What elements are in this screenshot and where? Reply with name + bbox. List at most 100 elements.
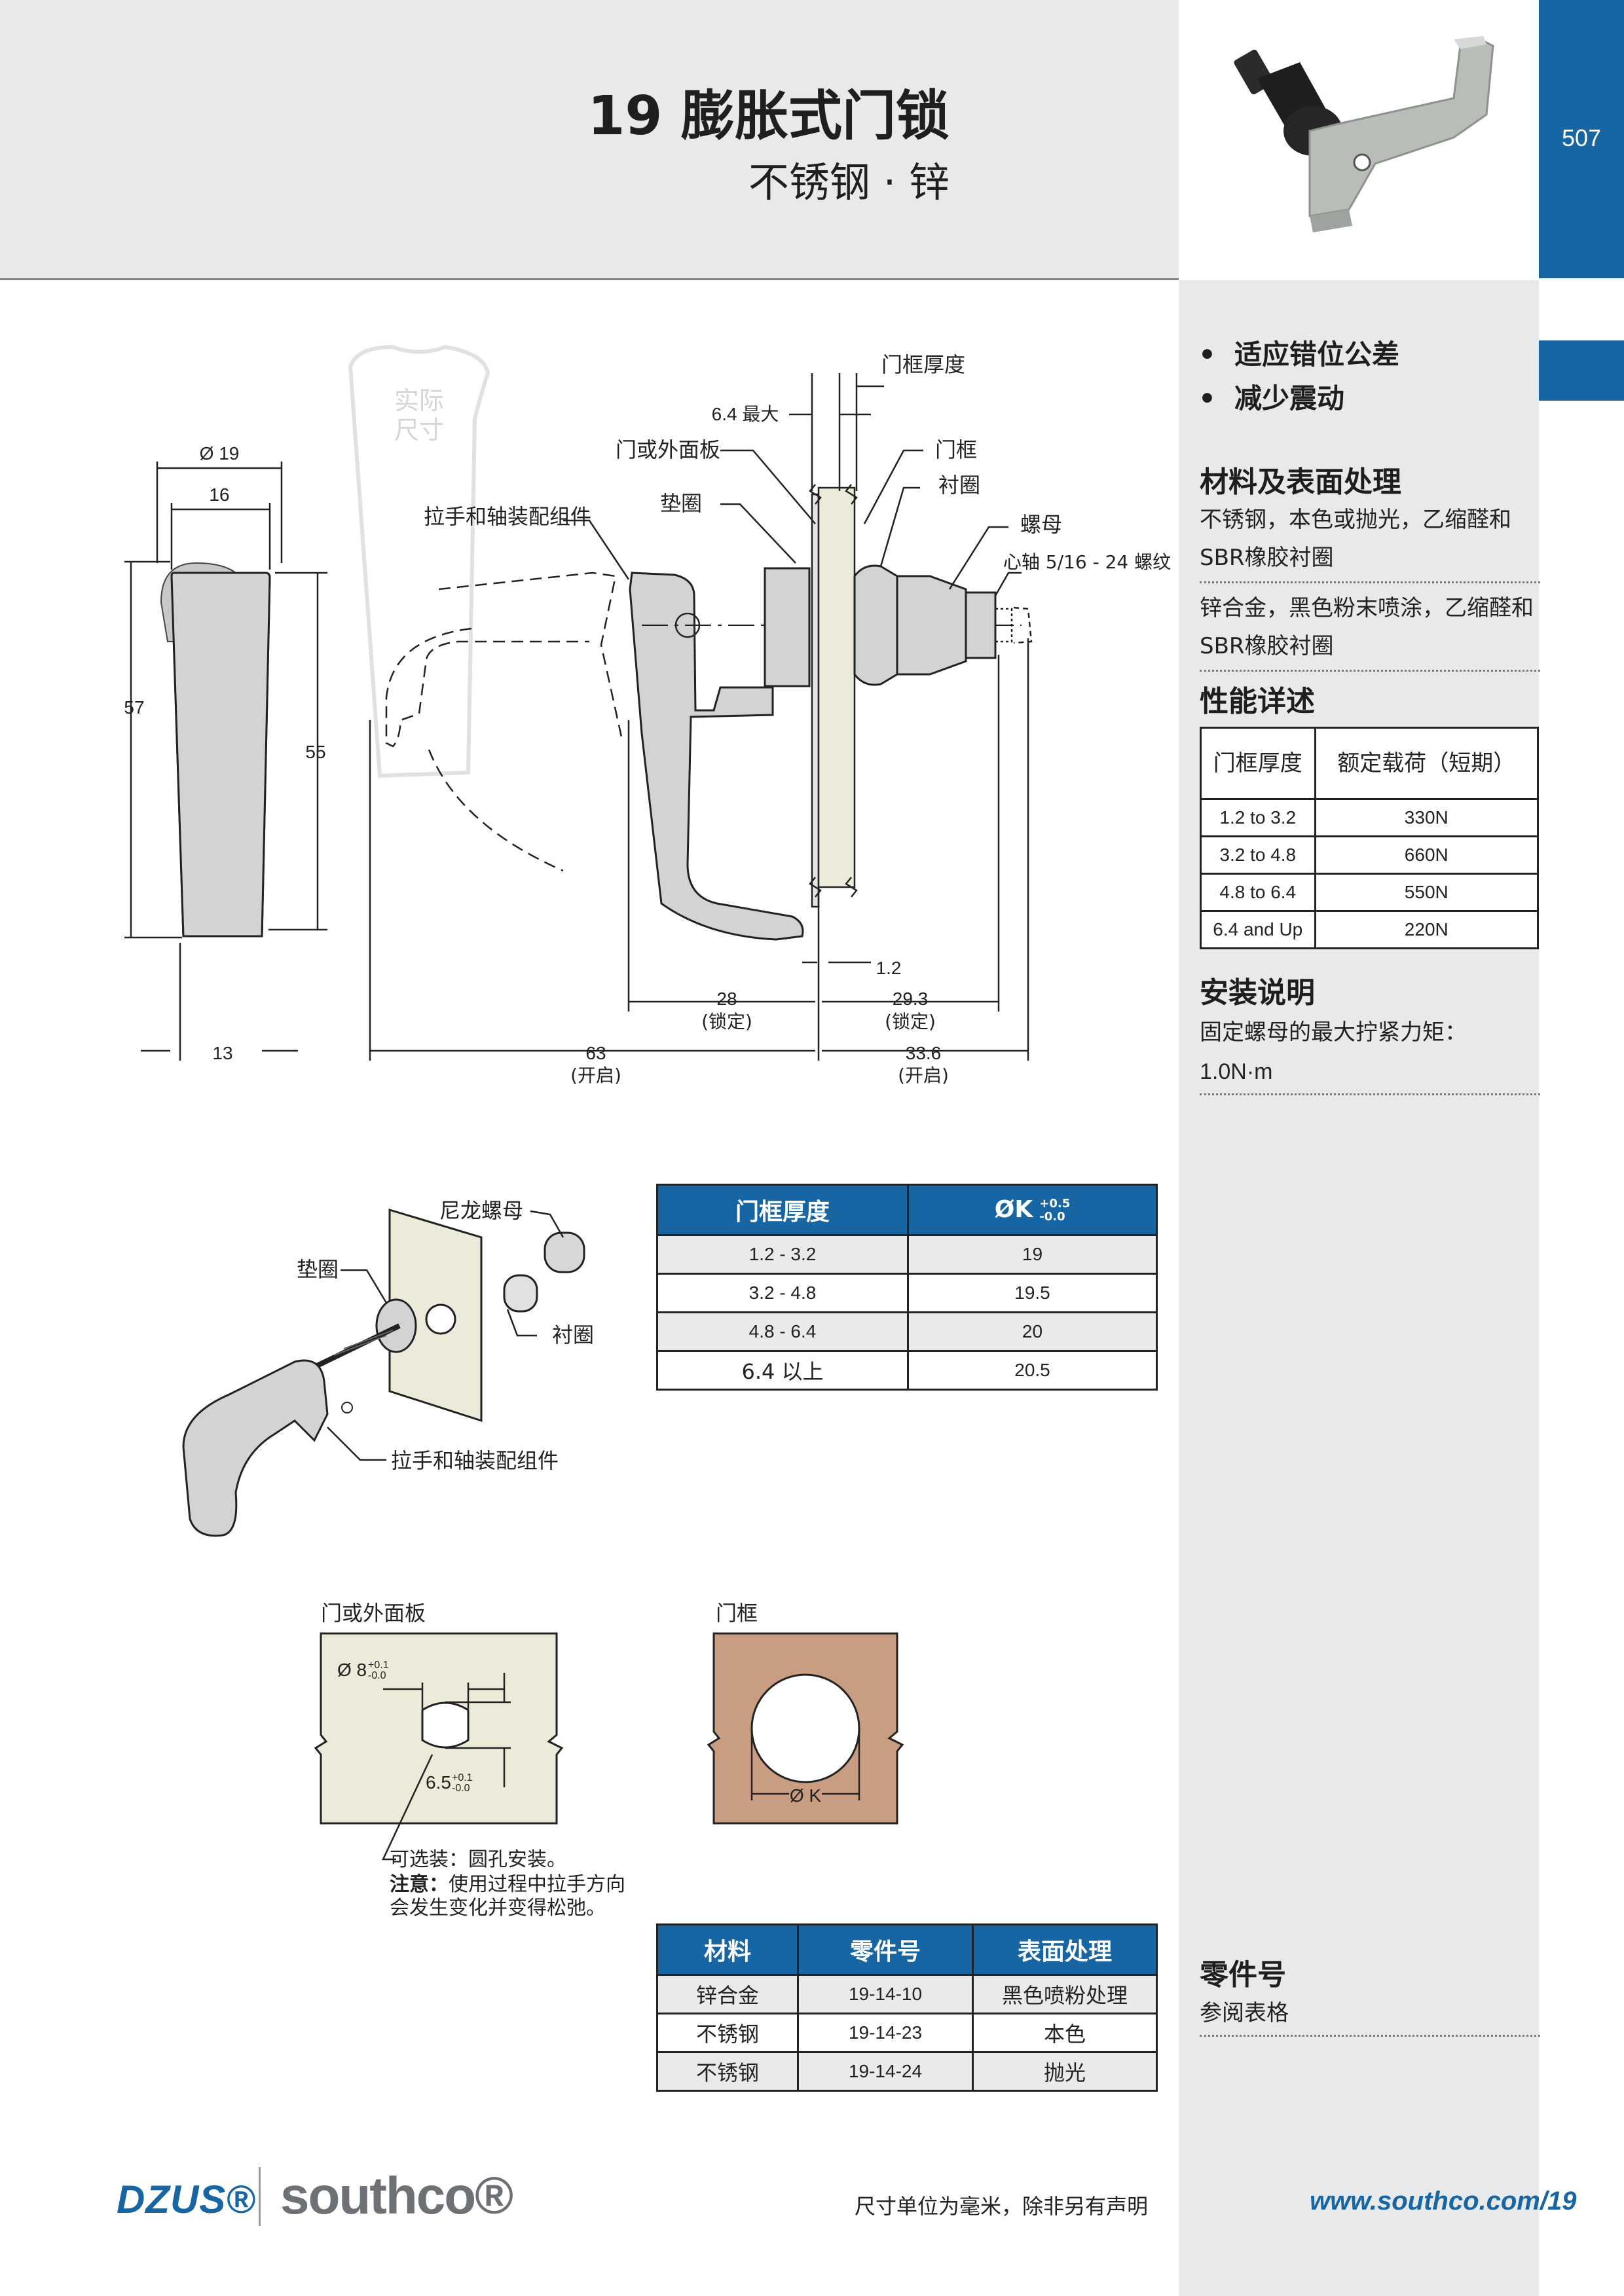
dim-open: (开启) xyxy=(898,1065,949,1086)
label-frame-thickness-text: 门框厚度 xyxy=(881,352,965,377)
cell: 19-14-10 xyxy=(797,1974,974,2014)
label-frame-thickness: 门框厚度 xyxy=(881,352,965,377)
materials-item: 锌合金，黑色粉末喷涂，乙缩醛和SBR橡胶衬圈 xyxy=(1200,595,1534,659)
cell: 本色 xyxy=(972,2013,1158,2053)
dim-d65: 6.5 xyxy=(426,1772,451,1793)
cell: 3.2 - 4.8 xyxy=(656,1273,909,1313)
cell: 1.2 - 3.2 xyxy=(656,1234,909,1275)
tol-plus: +0.5 xyxy=(1039,1197,1071,1211)
label-bushing: 衬圈 xyxy=(938,473,980,498)
dim-d55: 55 xyxy=(305,742,325,762)
footer-separator xyxy=(259,2167,261,2226)
round-hole xyxy=(750,1673,860,1783)
handle-shape xyxy=(182,1359,329,1537)
dim-open: (开启) xyxy=(570,1065,621,1086)
cell: 20.5 xyxy=(907,1350,1158,1391)
cell: 抛光 xyxy=(972,2051,1158,2092)
col-thickness: 门框厚度 xyxy=(656,1184,909,1236)
cell: 4.8 - 6.4 xyxy=(656,1311,909,1352)
website-link[interactable]: www.southco.com/19 xyxy=(1310,2187,1577,2215)
page-title: 19 膨胀式门锁 xyxy=(587,85,950,147)
label-shaft: 心轴 5/16 - 24 螺纹 xyxy=(1003,551,1171,573)
page-number: 507 xyxy=(1561,124,1602,151)
note-warning-text: 使用过程中拉手方向 xyxy=(449,1873,625,1896)
actual-size-outline xyxy=(348,344,490,778)
cell: 330N xyxy=(1314,798,1540,837)
part-number-heading: 零件号 xyxy=(1200,1958,1286,1992)
page-subtitle: 不锈钢 · 锌 xyxy=(748,158,950,206)
cell: 19 xyxy=(907,1234,1158,1275)
installation-heading: 安装说明 xyxy=(1200,976,1315,1010)
note-warning-label: 注意： xyxy=(390,1873,449,1896)
dim-d65-tol-plus: +0.1 xyxy=(452,1772,473,1783)
page-tab xyxy=(1539,0,1624,278)
actual-size-label: 尺寸 xyxy=(394,416,444,445)
bushing-shape xyxy=(503,1274,538,1313)
frame-shape xyxy=(817,486,856,888)
cell: 20 xyxy=(907,1311,1158,1352)
cutout-drawings: 门或外面板 Ø 8 +0.1 -0.0 6.5 +0.1 -0.0 可选装：圆孔… xyxy=(314,1601,904,1920)
product-photo xyxy=(1179,0,1539,278)
slot-hole xyxy=(421,1702,470,1749)
open-position-outline xyxy=(438,572,623,740)
cell: 660N xyxy=(1314,835,1540,875)
materials-item: 不锈钢，本色或抛光，乙缩醛和SBR橡胶衬圈 xyxy=(1200,507,1511,571)
latch-photo-icon xyxy=(1234,36,1494,232)
label-panel-cutout: 门或外面板 xyxy=(321,1601,426,1626)
note-warning: 注意：使用过程中拉手方向 xyxy=(390,1873,625,1896)
cell: 4.8 to 6.4 xyxy=(1200,873,1316,912)
dim-d8-tol-minus: -0.0 xyxy=(368,1670,386,1681)
dim-d293: 29.3 xyxy=(893,989,929,1009)
cell: 19-14-24 xyxy=(797,2051,974,2092)
dim-d65-tol-minus: -0.0 xyxy=(452,1783,470,1794)
part-number-text: 参阅表格 xyxy=(1200,2000,1289,2026)
divider xyxy=(1200,2035,1540,2037)
cell: 3.2 to 4.8 xyxy=(1200,835,1316,875)
dim-d19: Ø 19 xyxy=(200,443,240,464)
cell: 6.4 and Up xyxy=(1200,910,1316,949)
cell: 6.4 以上 xyxy=(656,1350,909,1391)
performance-heading: 性能详述 xyxy=(1200,685,1315,718)
tol-minus: -0.0 xyxy=(1039,1210,1065,1224)
col-dk-label: ØK xyxy=(994,1196,1033,1223)
installation-value: 1.0N·m xyxy=(1200,1059,1273,1084)
open-position-handle xyxy=(385,627,589,748)
divider xyxy=(1200,581,1540,583)
cell: 1.2 to 3.2 xyxy=(1200,798,1316,837)
swing-arc xyxy=(428,749,564,872)
dim-d63: 63 xyxy=(585,1043,606,1063)
dim-d8-tol-plus: +0.1 xyxy=(368,1660,389,1671)
bushing-shape xyxy=(853,564,898,686)
label-washer: 垫圈 xyxy=(660,491,702,516)
cell: 19-14-23 xyxy=(797,2013,974,2053)
label-frame-cutout: 门框 xyxy=(716,1601,758,1626)
dim-locked: (锁定) xyxy=(701,1011,752,1032)
note-optional-round: 可选装：圆孔安装。 xyxy=(390,1848,566,1871)
label-max-64: 6.4 最大 xyxy=(712,404,779,424)
divider xyxy=(1200,1093,1540,1095)
col-dk: ØK +0.5-0.0 xyxy=(907,1184,1158,1236)
nut-shape xyxy=(896,575,967,676)
col-material: 材料 xyxy=(656,1923,799,1976)
installation-text: 固定螺母的最大拧紧力矩： xyxy=(1200,1019,1467,1046)
dim-d16: 16 xyxy=(209,484,229,505)
cell: 不锈钢 xyxy=(656,2051,799,2092)
dim-dk: Ø K xyxy=(790,1785,822,1806)
feature-item: 减少震动 xyxy=(1198,376,1344,416)
sidebar xyxy=(1179,280,1539,2296)
divider xyxy=(1200,670,1540,672)
cell: 黑色喷粉处理 xyxy=(972,1974,1158,2014)
units-note: 尺寸单位为毫米，除非另有声明 xyxy=(855,2194,1149,2219)
feature-item: 适应错位公差 xyxy=(1198,333,1399,373)
cell: 不锈钢 xyxy=(656,2013,799,2053)
label-frame: 门框 xyxy=(935,437,977,462)
label-handle-assembly: 拉手和轴装配组件 xyxy=(391,1448,559,1473)
